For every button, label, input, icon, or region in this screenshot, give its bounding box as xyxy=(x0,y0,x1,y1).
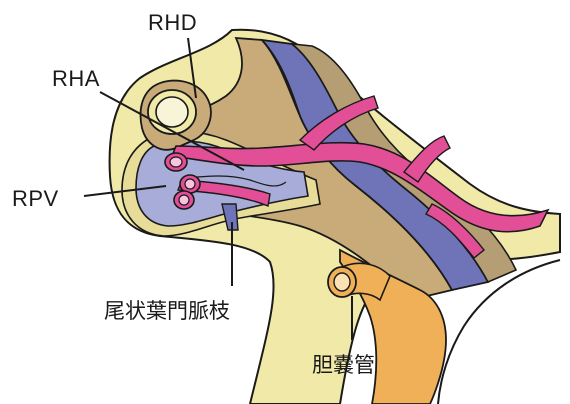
label-caudate-portal-branch: 尾状葉門脈枝 xyxy=(104,299,230,323)
label-cystic-duct: 胆嚢管 xyxy=(312,353,375,377)
label-rha: RHA xyxy=(52,66,100,91)
label-rpv: RPV xyxy=(12,186,59,211)
label-rhd: RHD xyxy=(148,10,197,35)
